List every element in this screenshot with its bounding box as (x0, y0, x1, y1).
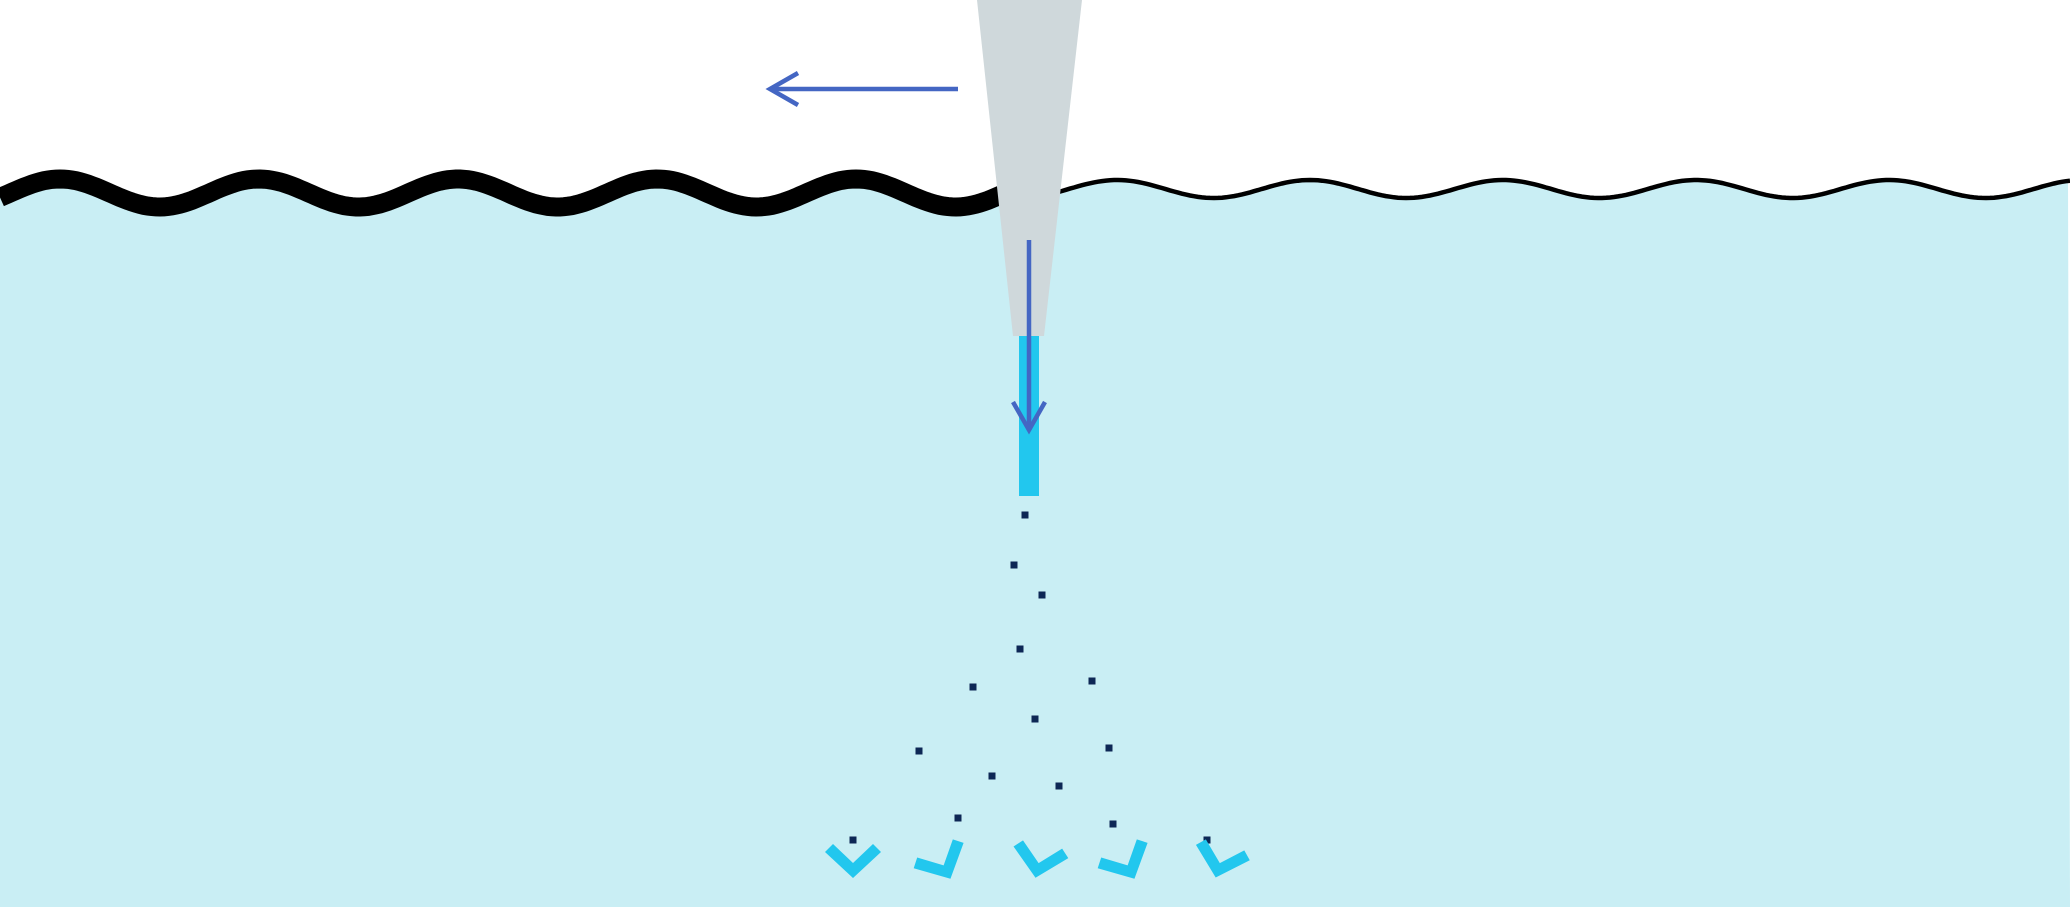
particle (1038, 591, 1046, 599)
deposit (1097, 839, 1148, 879)
particle (1021, 511, 1029, 519)
particle (1203, 836, 1211, 844)
deposit (1195, 839, 1250, 878)
particle (954, 814, 962, 822)
particle (849, 836, 857, 844)
deposited-surface-wave (0, 169, 1043, 217)
particle (969, 683, 977, 691)
particle (988, 772, 996, 780)
particle (1010, 561, 1018, 569)
deposit (825, 844, 881, 878)
scan-direction-arrow (765, 71, 958, 107)
particle (1109, 820, 1117, 828)
flow-direction-arrow (1011, 240, 1047, 435)
particle (1088, 677, 1096, 685)
particle (1055, 782, 1063, 790)
particle (1016, 645, 1024, 653)
nozzle-tip (977, 0, 1082, 336)
particle (1105, 744, 1113, 752)
deposit (1013, 840, 1069, 878)
particle (1031, 715, 1039, 723)
deposited-structures (825, 839, 1250, 879)
particle (915, 747, 923, 755)
undeposited-surface-wave (1029, 177, 2070, 201)
liquid-bath (0, 179, 2070, 907)
deposit (913, 839, 964, 879)
dispersed-particles (849, 511, 1211, 844)
